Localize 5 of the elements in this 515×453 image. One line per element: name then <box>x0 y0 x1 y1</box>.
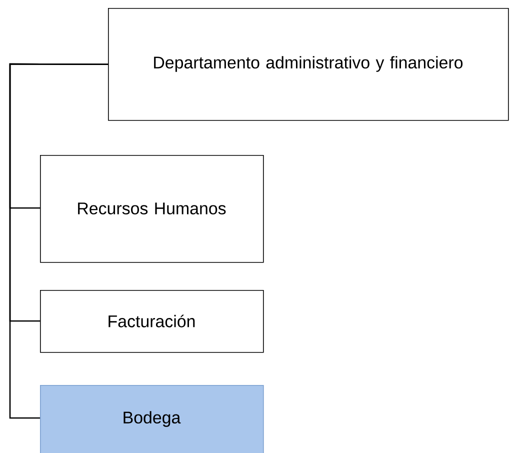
connector-line <box>9 63 108 419</box>
department-box: Departamento administrativo y financiero <box>108 8 509 121</box>
department-box: Bodega <box>40 385 264 453</box>
department-box: Recursos Humanos <box>40 155 264 263</box>
department-box: Facturación <box>40 290 264 353</box>
